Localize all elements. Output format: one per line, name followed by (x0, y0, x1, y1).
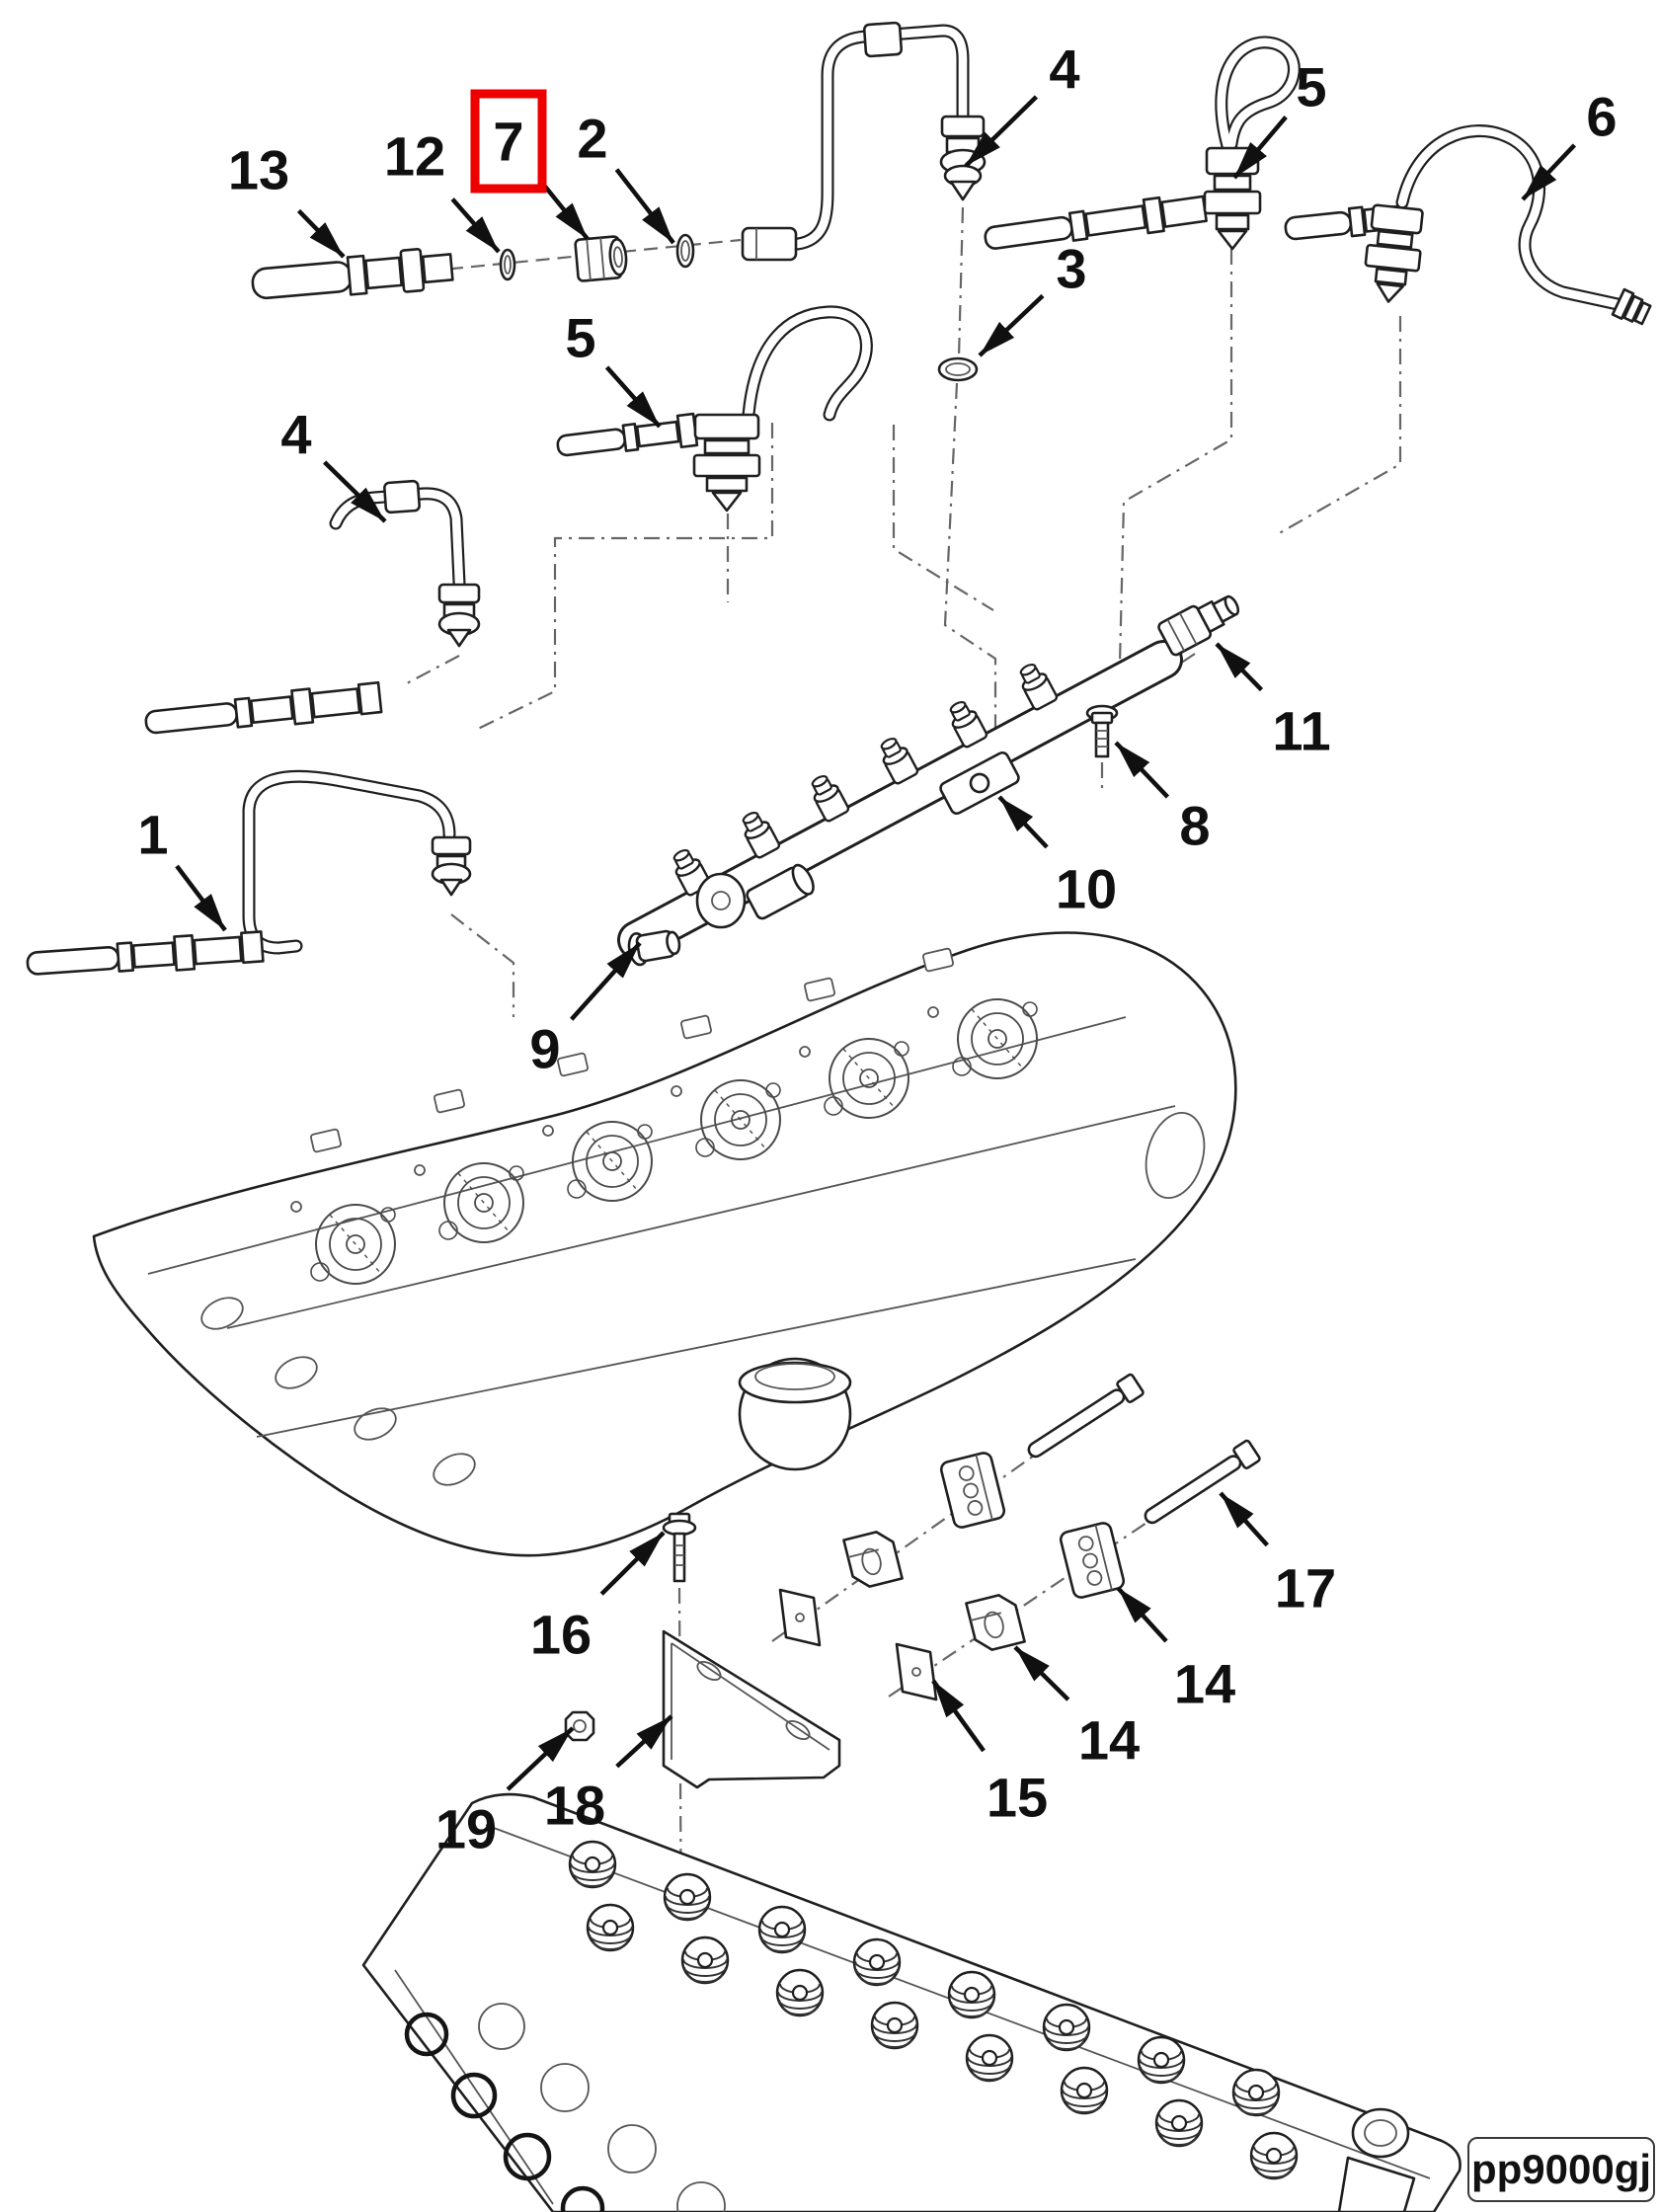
fuel-line-1-pipe-drawing (242, 769, 472, 955)
cylinder-head-upper-drawing (92, 931, 1237, 1557)
callout-number: 11 (1272, 700, 1330, 762)
callout-number: 8 (1179, 795, 1210, 857)
nut-19-drawing (564, 1710, 595, 1742)
callout-14[interactable]: 14 (1116, 1586, 1235, 1715)
figure-code-badge: pp9000gj (1467, 2137, 1655, 2202)
fitting-11-drawing (1157, 594, 1240, 657)
fuel-line-4-left-drawing (329, 479, 481, 648)
injector-5-mid-drawing (556, 305, 873, 513)
clamp-block-14-drawing (939, 1452, 1006, 1529)
callout-8[interactable]: 8 (1114, 741, 1211, 857)
callout-number: 7 (493, 111, 523, 173)
callout-4[interactable]: 4 (964, 39, 1080, 168)
callout-15[interactable]: 15 (931, 1679, 1048, 1829)
pad-15-drawing (895, 1642, 938, 1701)
callout-17[interactable]: 17 (1219, 1491, 1336, 1620)
bolt-17-drawing (1144, 1439, 1261, 1525)
cylinder-head-lower-drawing (361, 1792, 1462, 2212)
head-end-fitting-drawing (1337, 2107, 1416, 2212)
callout-3[interactable]: 3 (978, 238, 1087, 357)
callout-number: 1 (137, 804, 168, 866)
callout-number: 18 (544, 1775, 605, 1837)
injector-13-drawing (251, 248, 454, 300)
highlight-box (470, 89, 547, 194)
callout-number: 13 (228, 139, 289, 201)
o-ring-12-drawing (499, 248, 516, 281)
callout-number: 2 (577, 108, 607, 170)
callout-6[interactable]: 6 (1521, 86, 1618, 201)
callout-number: 14 (1174, 1653, 1235, 1715)
callout-number: 9 (529, 1018, 560, 1080)
fitting-7-drawing (574, 235, 628, 282)
callout-number: 16 (530, 1604, 592, 1666)
callout-5[interactable]: 5 (565, 307, 662, 429)
callout-19[interactable]: 19 (435, 1726, 575, 1860)
callout-1[interactable]: 1 (137, 804, 227, 932)
bolt-8-drawing (1085, 704, 1119, 758)
callout-9[interactable]: 9 (529, 941, 642, 1080)
callout-number: 10 (1056, 858, 1117, 920)
callout-11[interactable]: 11 (1215, 642, 1331, 762)
injector-5-top-drawing (984, 36, 1301, 251)
callout-5[interactable]: 5 (1232, 56, 1327, 180)
callout-number: 5 (1296, 56, 1326, 118)
pad-drawing (778, 1588, 822, 1647)
callout-number: 15 (987, 1767, 1048, 1829)
callout-14[interactable]: 14 (1013, 1645, 1140, 1772)
callout-number: 5 (565, 307, 595, 369)
long-bolt-drawing (1027, 1373, 1145, 1459)
callout-12[interactable]: 12 (384, 125, 501, 254)
fuel-rail-drawing (617, 640, 1183, 960)
callout-number: 6 (1586, 86, 1617, 148)
callout-number: 3 (1056, 238, 1086, 300)
callout-number: 4 (1049, 39, 1079, 101)
callout-number: 12 (384, 125, 445, 188)
o-ring-3-drawing (937, 356, 979, 382)
injector-1-drawing (26, 930, 265, 976)
bracket-18-drawing (662, 1629, 841, 1789)
callout-18[interactable]: 18 (544, 1714, 673, 1837)
callout-number: 17 (1275, 1557, 1336, 1620)
bolt-16-drawing (662, 1512, 697, 1583)
water-outlet-tower-drawing (738, 1357, 852, 1471)
fuel-line-top-drawing (741, 21, 987, 262)
fitting-4-top-drawing (939, 115, 987, 201)
clamp-hardware-drawing (778, 1373, 1261, 1701)
callout-number: 14 (1078, 1709, 1140, 1772)
callout-13[interactable]: 13 (228, 139, 346, 259)
callout-10[interactable]: 10 (997, 795, 1117, 920)
callout-16[interactable]: 16 (530, 1531, 666, 1666)
plate-10-drawing (939, 750, 1020, 816)
clamp-saddle-b-drawing (965, 1594, 1026, 1651)
injector-upper-left-drawing (144, 680, 383, 735)
callout-2[interactable]: 2 (577, 108, 675, 245)
callout-7-highlighted[interactable]: 7 (470, 89, 590, 241)
callout-number: 19 (435, 1798, 497, 1860)
callout-number: 4 (280, 404, 311, 466)
clamp-block-14b-drawing (1059, 1522, 1126, 1599)
clamp-saddle-drawing (842, 1531, 904, 1588)
callout-4[interactable]: 4 (280, 404, 387, 523)
o-ring-2-drawing (675, 233, 695, 269)
injector-6-drawing (1284, 124, 1652, 326)
